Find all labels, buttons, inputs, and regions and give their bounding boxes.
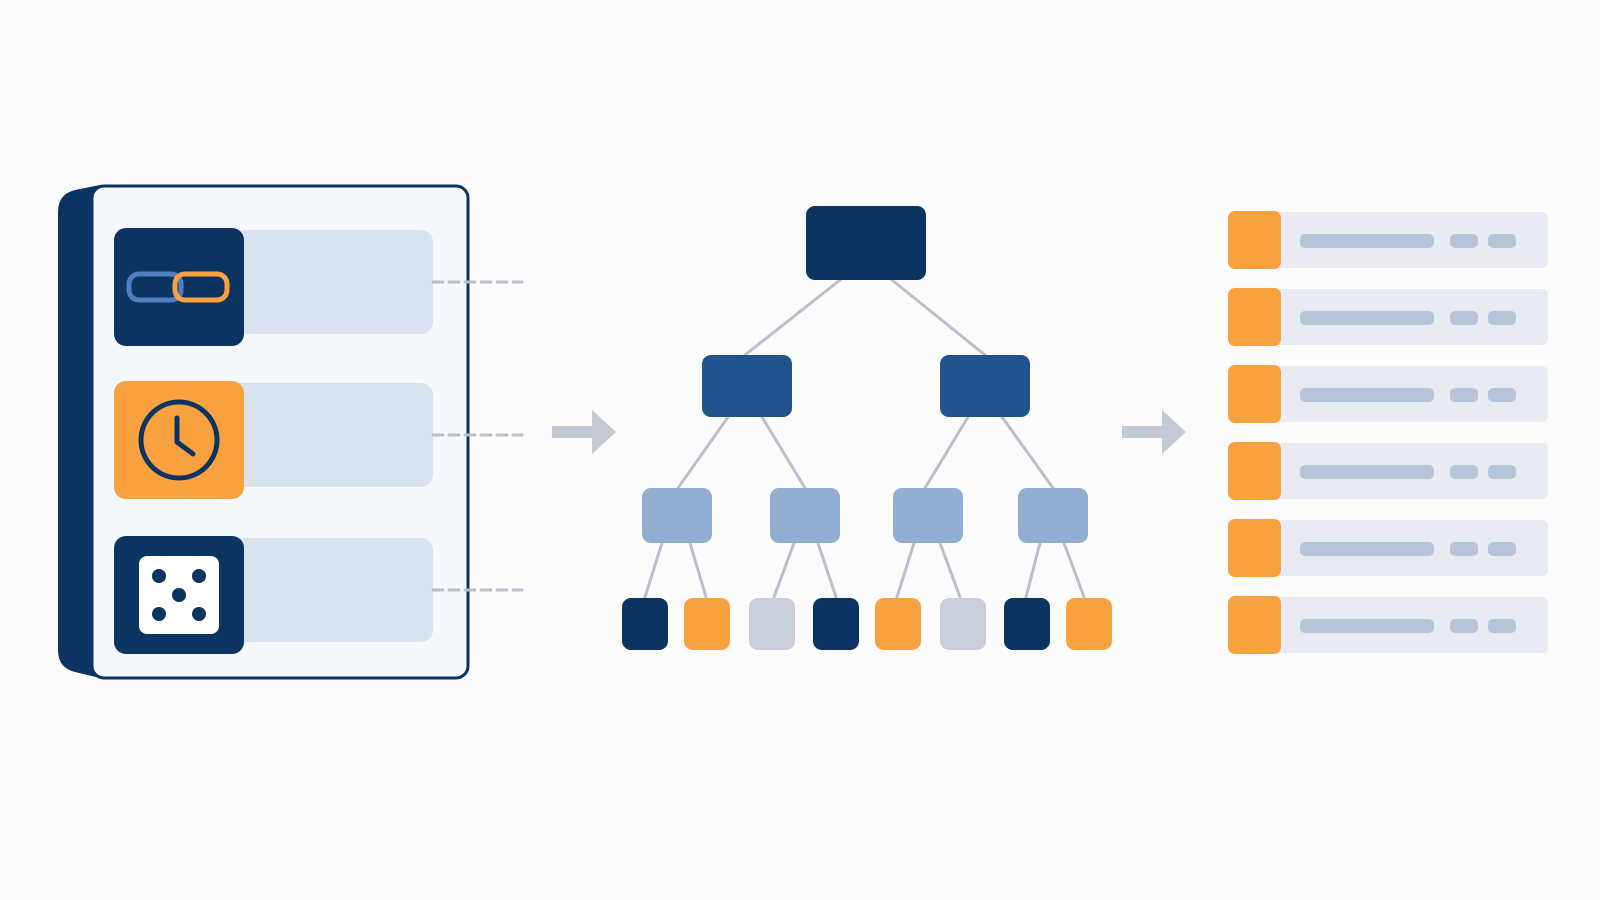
link-left xyxy=(126,271,184,303)
tree-edge xyxy=(743,278,842,357)
right-arrow-icon xyxy=(552,410,616,454)
dice-icon xyxy=(139,556,219,634)
result-row-pill xyxy=(1488,465,1516,479)
result-row xyxy=(1228,288,1548,346)
source-row-bg xyxy=(225,538,433,642)
result-row xyxy=(1228,442,1548,500)
tree-leaf-node xyxy=(940,598,986,650)
result-row-bar xyxy=(1300,388,1434,402)
tree-diagram xyxy=(622,206,1112,650)
result-row-bar xyxy=(1300,465,1434,479)
result-row xyxy=(1228,596,1548,654)
result-row-pill xyxy=(1450,465,1478,479)
result-row-marker xyxy=(1228,596,1281,654)
tree-level-2-node xyxy=(770,488,840,543)
clock-face xyxy=(138,399,220,481)
result-list xyxy=(1228,211,1548,654)
result-row-pill xyxy=(1488,542,1516,556)
tree-nodes xyxy=(622,206,1112,650)
tree-leaf-node xyxy=(1004,598,1050,650)
tree-edge xyxy=(676,415,730,490)
tree-edges xyxy=(643,278,1086,599)
dice-pip xyxy=(192,607,206,621)
tree-leaf-node xyxy=(684,598,730,650)
tree-edge xyxy=(923,415,970,490)
result-row-pill xyxy=(1488,388,1516,402)
tree-edge xyxy=(1024,541,1042,599)
tree-level-1-node xyxy=(702,355,792,417)
tree-level-2-node xyxy=(642,488,712,543)
tree-edge xyxy=(760,415,807,490)
result-row-bar xyxy=(1300,619,1434,633)
flow-arrows xyxy=(552,410,1186,454)
result-row xyxy=(1228,519,1548,577)
source-item xyxy=(114,381,524,499)
dice-pip xyxy=(192,569,206,583)
result-row xyxy=(1228,365,1548,423)
source-item xyxy=(114,536,524,654)
tree-edge xyxy=(1000,415,1055,490)
source-row-bg xyxy=(225,230,433,334)
result-row-pill xyxy=(1488,234,1516,248)
result-row-pill xyxy=(1450,619,1478,633)
tree-leaf-node xyxy=(622,598,668,650)
dice-pip xyxy=(152,607,166,621)
result-row-pill xyxy=(1450,388,1478,402)
dice-pip xyxy=(172,588,186,602)
tree-root-node xyxy=(806,206,926,280)
tree-edge xyxy=(688,541,708,599)
result-row-bar xyxy=(1300,542,1434,556)
tree-level-1-node xyxy=(940,355,1030,417)
tree-edge xyxy=(890,278,987,357)
result-row-pill xyxy=(1450,542,1478,556)
result-row-pill xyxy=(1450,311,1478,325)
tree-edge xyxy=(895,541,916,599)
tree-edge xyxy=(643,541,664,599)
tree-leaf-node xyxy=(749,598,795,650)
right-arrow-icon xyxy=(1122,410,1186,454)
clock-hands xyxy=(174,415,196,457)
clock-icon xyxy=(138,399,220,481)
tree-level-2-node xyxy=(1018,488,1088,543)
tree-leaf-node xyxy=(1066,598,1112,650)
tree-leaf-node xyxy=(875,598,921,650)
result-row-bar xyxy=(1300,234,1434,248)
tree-edge xyxy=(938,541,962,599)
result-row-marker xyxy=(1228,365,1281,423)
dice-pip xyxy=(152,569,166,583)
tree-level-2-node xyxy=(893,488,963,543)
result-row-pill xyxy=(1450,234,1478,248)
tree-edge xyxy=(816,541,838,599)
result-row-pill xyxy=(1488,619,1516,633)
source-row-bg xyxy=(225,383,433,487)
tree-leaf-node xyxy=(813,598,859,650)
result-row-marker xyxy=(1228,519,1281,577)
link-right xyxy=(172,271,230,303)
result-row-pill xyxy=(1488,311,1516,325)
panel-spine xyxy=(58,185,100,678)
result-row-bar xyxy=(1300,311,1434,325)
source-panel xyxy=(58,184,524,680)
result-row-marker xyxy=(1228,288,1281,346)
tree-edge xyxy=(772,541,796,599)
source-item xyxy=(114,228,524,346)
link-icon xyxy=(126,271,230,303)
result-row-marker xyxy=(1228,211,1281,269)
result-row-marker xyxy=(1228,442,1281,500)
result-row xyxy=(1228,211,1548,269)
tree-edge xyxy=(1062,541,1086,599)
